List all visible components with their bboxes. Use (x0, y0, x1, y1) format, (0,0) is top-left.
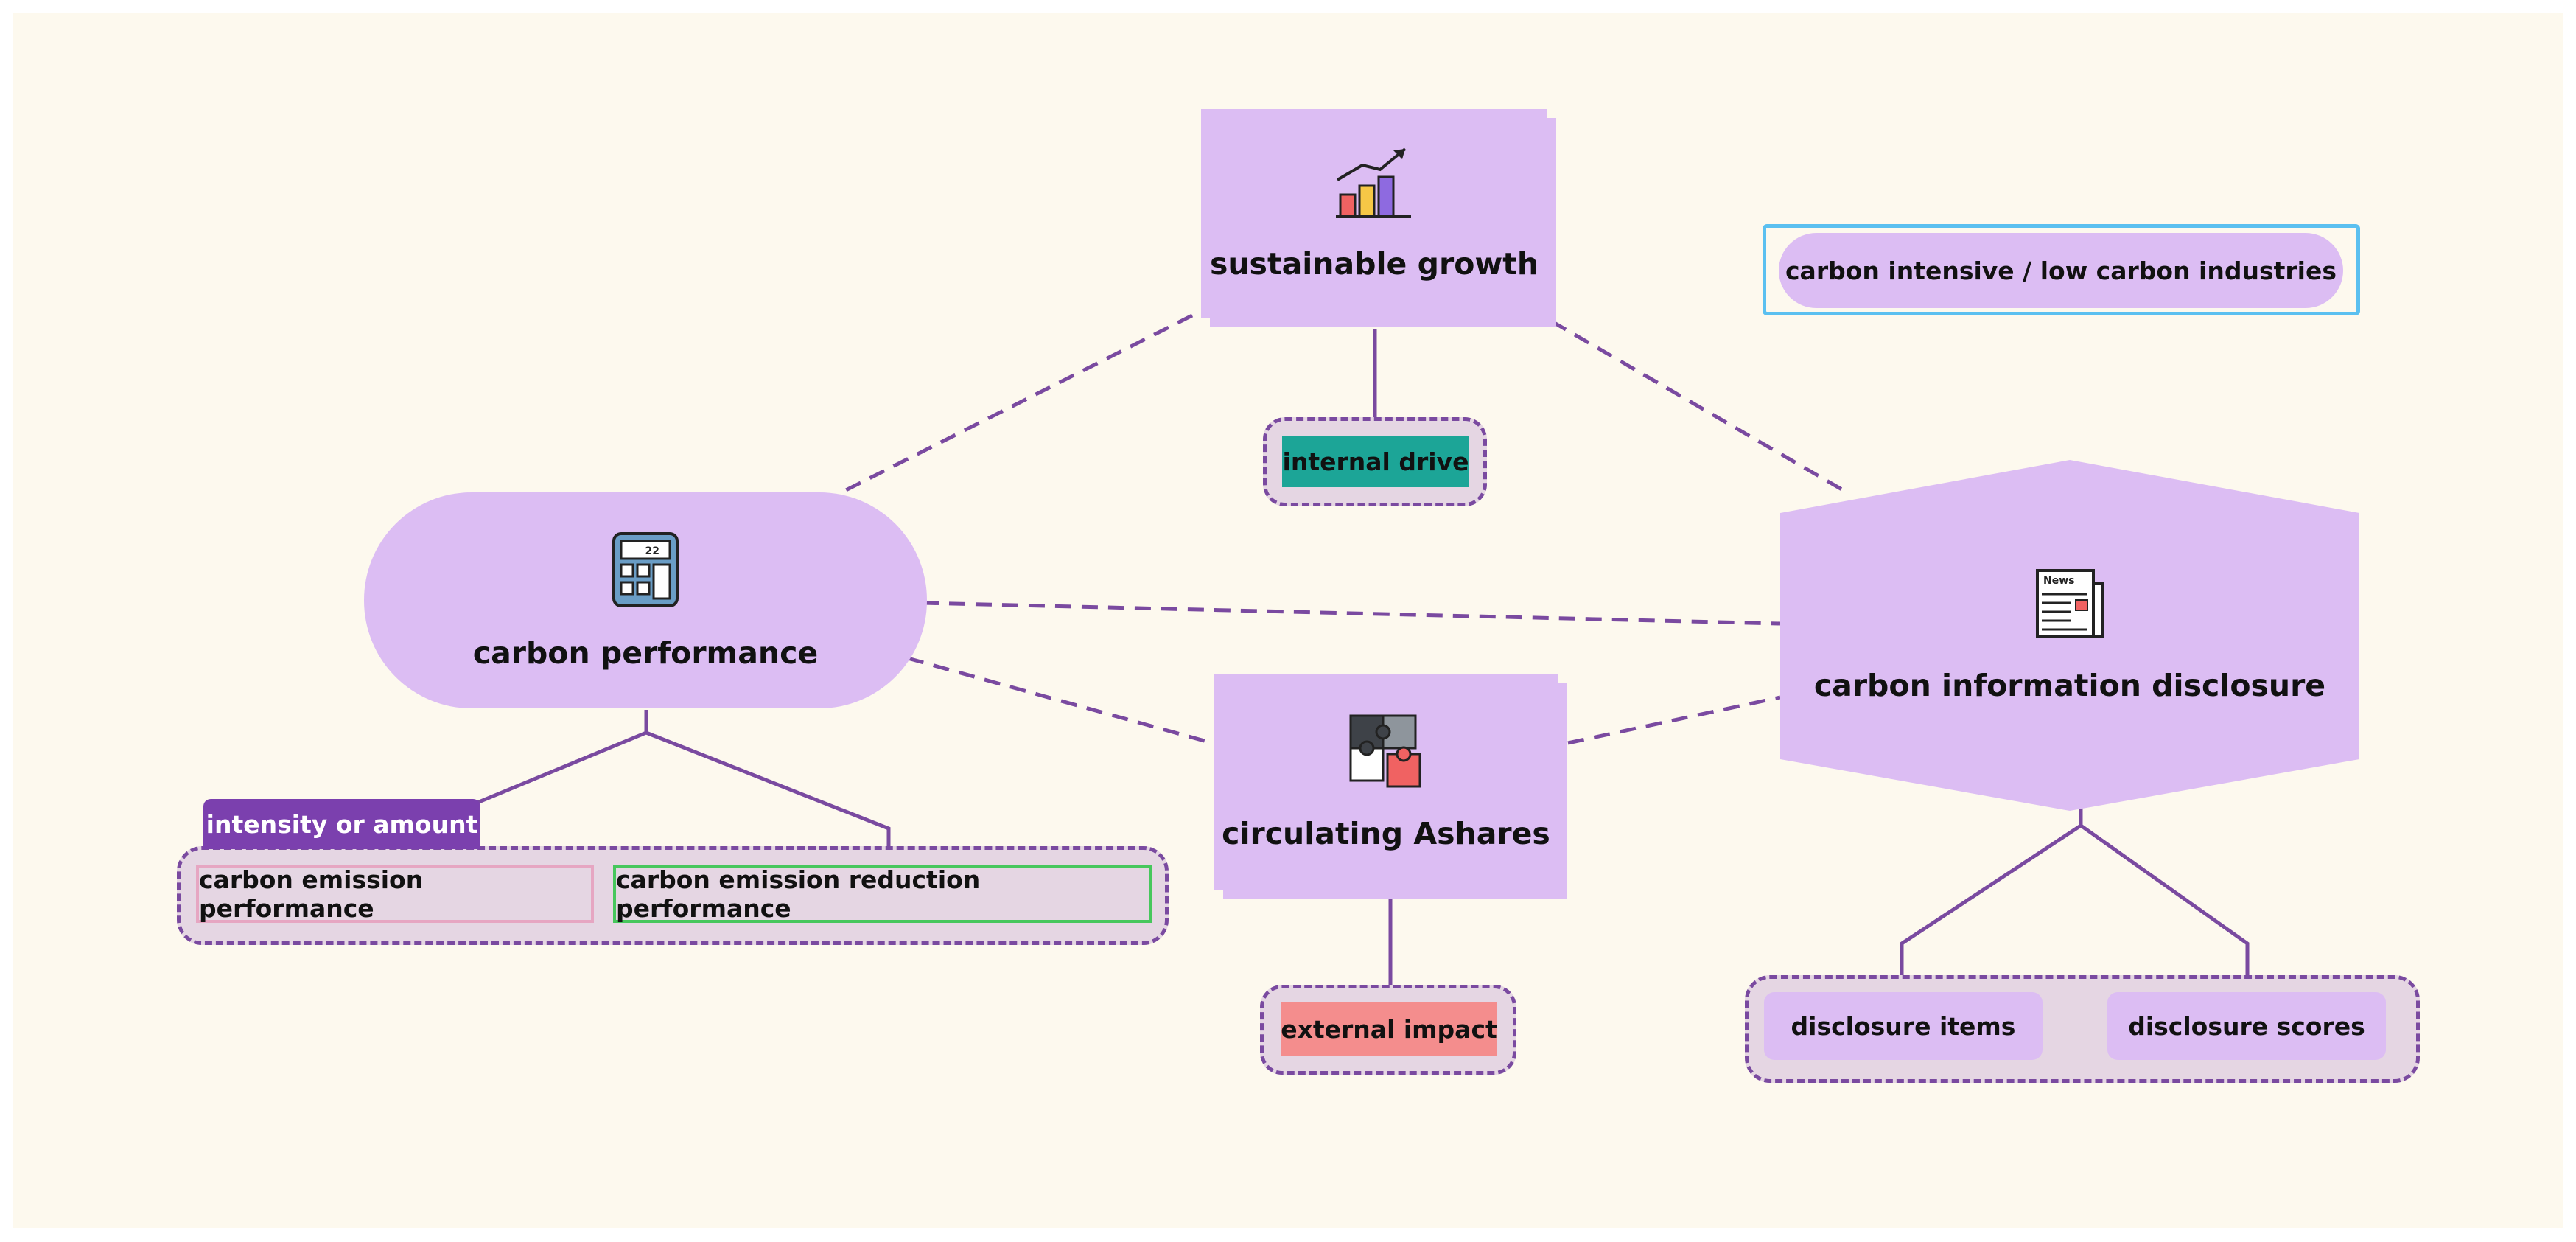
disclosure-items-pill: disclosure items (1764, 992, 2043, 1060)
carbon-emission-reduction-performance-tag: carbon emission reduction performance (613, 865, 1152, 923)
node-label: carbon performance (472, 635, 819, 671)
puzzle-icon (1348, 713, 1424, 797)
tag-label: external impact (1281, 1014, 1497, 1044)
svg-text:22: 22 (645, 545, 659, 557)
internal-drive-tag: internal drive (1282, 436, 1469, 487)
carbon-performance-subgroup (177, 846, 1169, 945)
node-sustainable-growth: sustainable growth (1201, 109, 1547, 318)
tag-label: carbon emission reduction performance (616, 865, 981, 923)
legend-pill: carbon intensive / low carbon industries (1779, 233, 2343, 308)
svg-text:News: News (2043, 575, 2074, 587)
newspaper-icon: News (2034, 568, 2105, 649)
carbon-emission-performance-tag: carbon emission performance (196, 865, 594, 923)
link-disclosure-branches (1900, 800, 2250, 990)
node-label: sustainable growth (1209, 245, 1539, 282)
node-carbon-performance: 22 carbon performance (364, 492, 927, 708)
legend-label: carbon intensive / low carbon industries (1785, 256, 2337, 285)
node-circulating-ashares: circulating Ashares (1214, 674, 1558, 890)
pill-label: disclosure items (1791, 1011, 2016, 1041)
connector-layer (390, 313, 2250, 1016)
node-label: carbon information disclosure (1813, 668, 2326, 703)
link-performance-ashares (907, 656, 1208, 744)
badge-label: intensity or amount (206, 809, 478, 839)
link-performance-disclosure (922, 601, 1781, 626)
growth-chart-icon (1334, 146, 1414, 227)
external-impact-tag: external impact (1281, 1002, 1497, 1056)
diagram-canvas: sustainable growth internal drive carbon… (13, 13, 2563, 1228)
link-growth-performance (843, 313, 1194, 493)
node-carbon-information-disclosure: News carbon information disclosure (1780, 460, 2359, 811)
node-label: circulating Ashares (1222, 815, 1550, 851)
disclosure-scores-pill: disclosure scores (2107, 992, 2386, 1060)
calculator-icon: 22 (611, 531, 680, 616)
link-ashares-disclosure (1567, 695, 1781, 745)
tag-label: internal drive (1282, 447, 1469, 476)
link-growth-disclosure (1550, 319, 1851, 496)
legend-box (1763, 224, 2360, 315)
pill-label: disclosure scores (2128, 1011, 2365, 1041)
tag-label: carbon emission performance (199, 865, 424, 923)
intensity-or-amount-badge: intensity or amount (203, 799, 480, 849)
link-performance-branches (390, 710, 891, 879)
